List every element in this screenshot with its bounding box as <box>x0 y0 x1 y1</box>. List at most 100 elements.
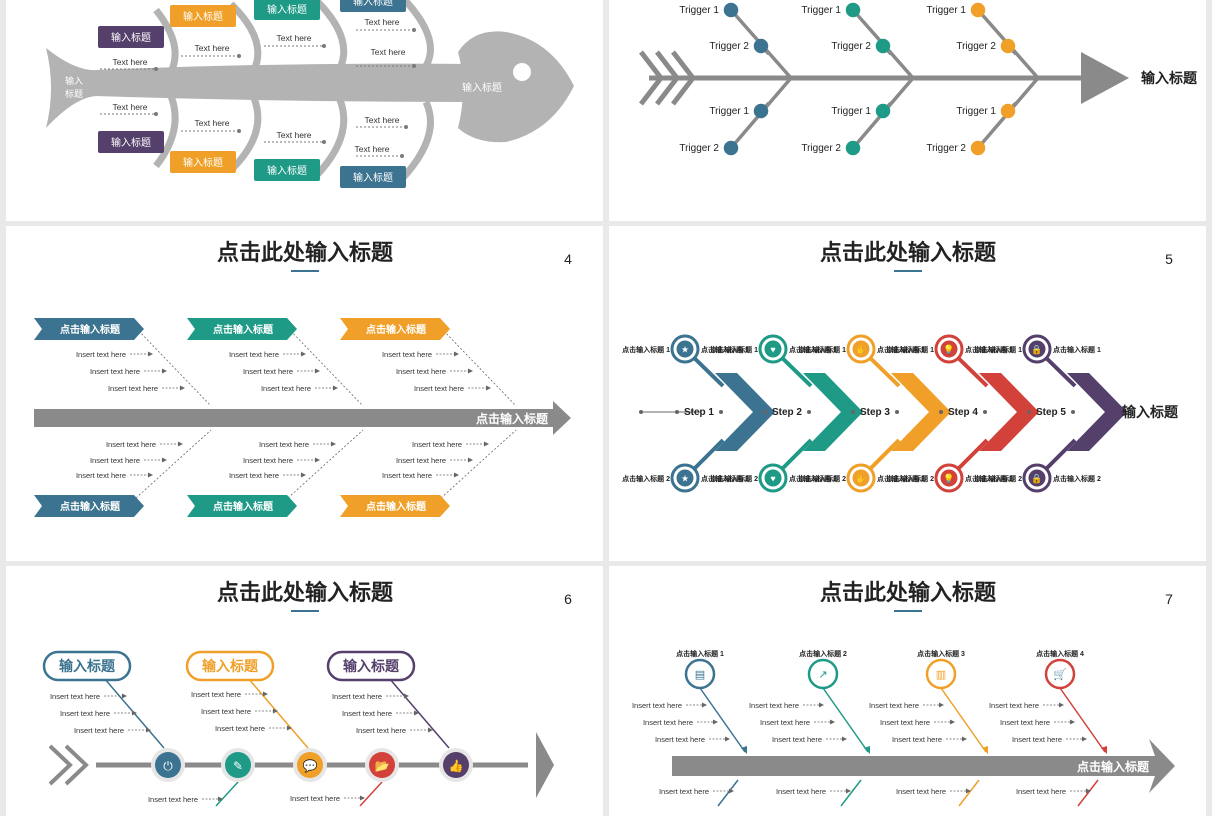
diagonal-leaders <box>135 327 517 499</box>
insert-text-item: Insert text here <box>655 735 730 744</box>
tag-steel-top[interactable] <box>34 318 144 340</box>
tag-orange-top[interactable] <box>340 318 450 340</box>
tag-label: 输入标题 <box>183 156 223 169</box>
trigger-node[interactable] <box>875 38 891 54</box>
main-arrow-label: 点击输入标题 <box>476 411 549 426</box>
step-name: Step 3 <box>860 407 890 418</box>
item-label: Insert text here <box>50 692 100 701</box>
insert-text-item: Insert text here <box>412 440 489 449</box>
item-label: Insert text here <box>1000 718 1050 727</box>
insert-text-item: Insert text here <box>1016 787 1091 796</box>
folder-icon[interactable]: 📂 <box>365 748 399 782</box>
item-label: Insert text here <box>261 384 311 393</box>
power-icon[interactable]: ⏻ <box>151 748 185 782</box>
hand-heart-icon <box>764 469 782 487</box>
insert-text-item: Insert text here <box>243 456 320 465</box>
trigger-node[interactable] <box>723 2 739 18</box>
trigger-node[interactable] <box>845 2 861 18</box>
step-label-top: 点击输入标题 1 <box>701 345 749 354</box>
slide-4-arrow-fishbone[interactable]: 点击此处输入标题 4 点击输入标题 点击输入标题 点击输入标题 点击输入标题 点… <box>6 226 603 561</box>
header-label: 点击输入标题 1 <box>676 649 724 658</box>
insert-text-item: Insert text here <box>243 367 320 376</box>
item-label: Insert text here <box>749 701 799 710</box>
slide-trigger-arrow[interactable]: Trigger 1 Trigger 2 Trigger 1 Trigger 2 … <box>609 0 1206 221</box>
tag-teal-bottom[interactable] <box>187 495 297 517</box>
item-label: Insert text here <box>106 440 156 449</box>
icon-header[interactable]: 点击输入标题 4🛒 <box>1036 649 1107 807</box>
trigger-node[interactable] <box>753 38 769 54</box>
fish-eye <box>513 63 531 81</box>
icon-header[interactable]: 点击输入标题 1 ▤ <box>676 649 747 807</box>
bubble-purple[interactable] <box>326 650 416 682</box>
insert-text-item: Insert text here <box>869 701 944 710</box>
tag-orange-bottom[interactable] <box>340 495 450 517</box>
insert-text-item: Insert text here <box>332 692 409 701</box>
trigger-node[interactable] <box>753 103 769 119</box>
tag-orange-bottom[interactable] <box>170 151 236 173</box>
trigger-node[interactable] <box>723 140 739 156</box>
chat-icon[interactable]: 💬 <box>293 748 327 782</box>
tag-steel-bottom[interactable] <box>340 166 406 188</box>
tag-label: 输入标题 <box>267 164 307 177</box>
insert-text-item: Insert text here <box>215 724 292 733</box>
trigger-label: Trigger 2 <box>801 143 841 154</box>
tag-purple-top[interactable] <box>98 26 164 48</box>
trigger-label: Trigger 1 <box>956 106 996 117</box>
icon-fishbone-diagram: 点击此处输入标题 7 点击输入标题 点击输入标题 1▤点击输入标题 2↗点击输入… <box>632 580 1175 807</box>
lock-icon <box>1028 469 1046 487</box>
item-label: Insert text here <box>989 701 1039 710</box>
item-label: Insert text here <box>659 787 709 796</box>
slide-6-bubble-fishbone[interactable]: 点击此处输入标题 6 输入标题 输入标题 输入标题 Insert text he… <box>6 566 603 816</box>
text-item: Text here <box>277 33 312 43</box>
item-label: Insert text here <box>332 692 382 701</box>
slide-7-icon-fishbone[interactable]: 点击此处输入标题 7 点击输入标题 点击输入标题 1▤点击输入标题 2↗点击输入… <box>609 566 1206 816</box>
step-label-top: 点击输入标题 1 <box>710 345 758 354</box>
tag-steel-top[interactable] <box>340 0 406 12</box>
trigger-node[interactable] <box>970 140 986 156</box>
tag-orange-top[interactable] <box>170 5 236 27</box>
svg-text:📂: 📂 <box>375 759 390 773</box>
tag-steel-bottom[interactable] <box>34 495 144 517</box>
hands-icon <box>852 469 870 487</box>
insert-text-item: Insert text here <box>290 794 365 803</box>
bubble-orange[interactable] <box>185 650 275 682</box>
insert-text-item: Insert text here <box>414 384 491 393</box>
slide-fishbone-skeleton[interactable]: Text here Text here Text here Text here … <box>6 0 603 221</box>
document-icon: ▤ <box>695 669 705 681</box>
trigger-node[interactable] <box>970 2 986 18</box>
insert-text-item: Insert text here <box>1012 735 1087 744</box>
page-title: 点击此处输入标题 <box>820 580 997 605</box>
tag-label: 点击输入标题 <box>60 323 121 336</box>
insert-text-item: Insert text here <box>108 384 185 393</box>
insert-text-item: Insert text here <box>191 690 268 699</box>
thumbs-up-icon[interactable]: 👍 <box>439 748 473 782</box>
tag-teal-top[interactable] <box>187 318 297 340</box>
insert-text-item: Insert text here <box>382 471 459 480</box>
trigger-node[interactable] <box>845 140 861 156</box>
tag-label: 点击输入标题 <box>366 323 427 336</box>
bubble-fishbone-diagram: 点击此处输入标题 6 输入标题 输入标题 输入标题 Insert text he… <box>42 580 572 807</box>
step-name: Step 5 <box>1036 407 1066 418</box>
trigger-node[interactable] <box>1000 38 1016 54</box>
item-label: Insert text here <box>1016 787 1066 796</box>
icon-header[interactable]: 点击输入标题 2↗ <box>799 649 870 807</box>
tag-teal-top[interactable] <box>254 0 320 20</box>
icon-header[interactable]: 点击输入标题 3▥ <box>917 649 988 807</box>
trigger-label: Trigger 1 <box>801 5 841 16</box>
tag-purple-bottom[interactable] <box>98 131 164 153</box>
bubble-steel[interactable] <box>42 650 132 682</box>
item-label: Insert text here <box>90 456 140 465</box>
pencil-icon[interactable]: ✎ <box>221 748 255 782</box>
trigger-node[interactable] <box>1000 103 1016 119</box>
item-label: Insert text here <box>382 350 432 359</box>
item-label: Insert text here <box>776 787 826 796</box>
tag-teal-bottom[interactable] <box>254 159 320 181</box>
step-icon-glyph: ♥ <box>770 345 775 355</box>
trigger-node[interactable] <box>875 103 891 119</box>
